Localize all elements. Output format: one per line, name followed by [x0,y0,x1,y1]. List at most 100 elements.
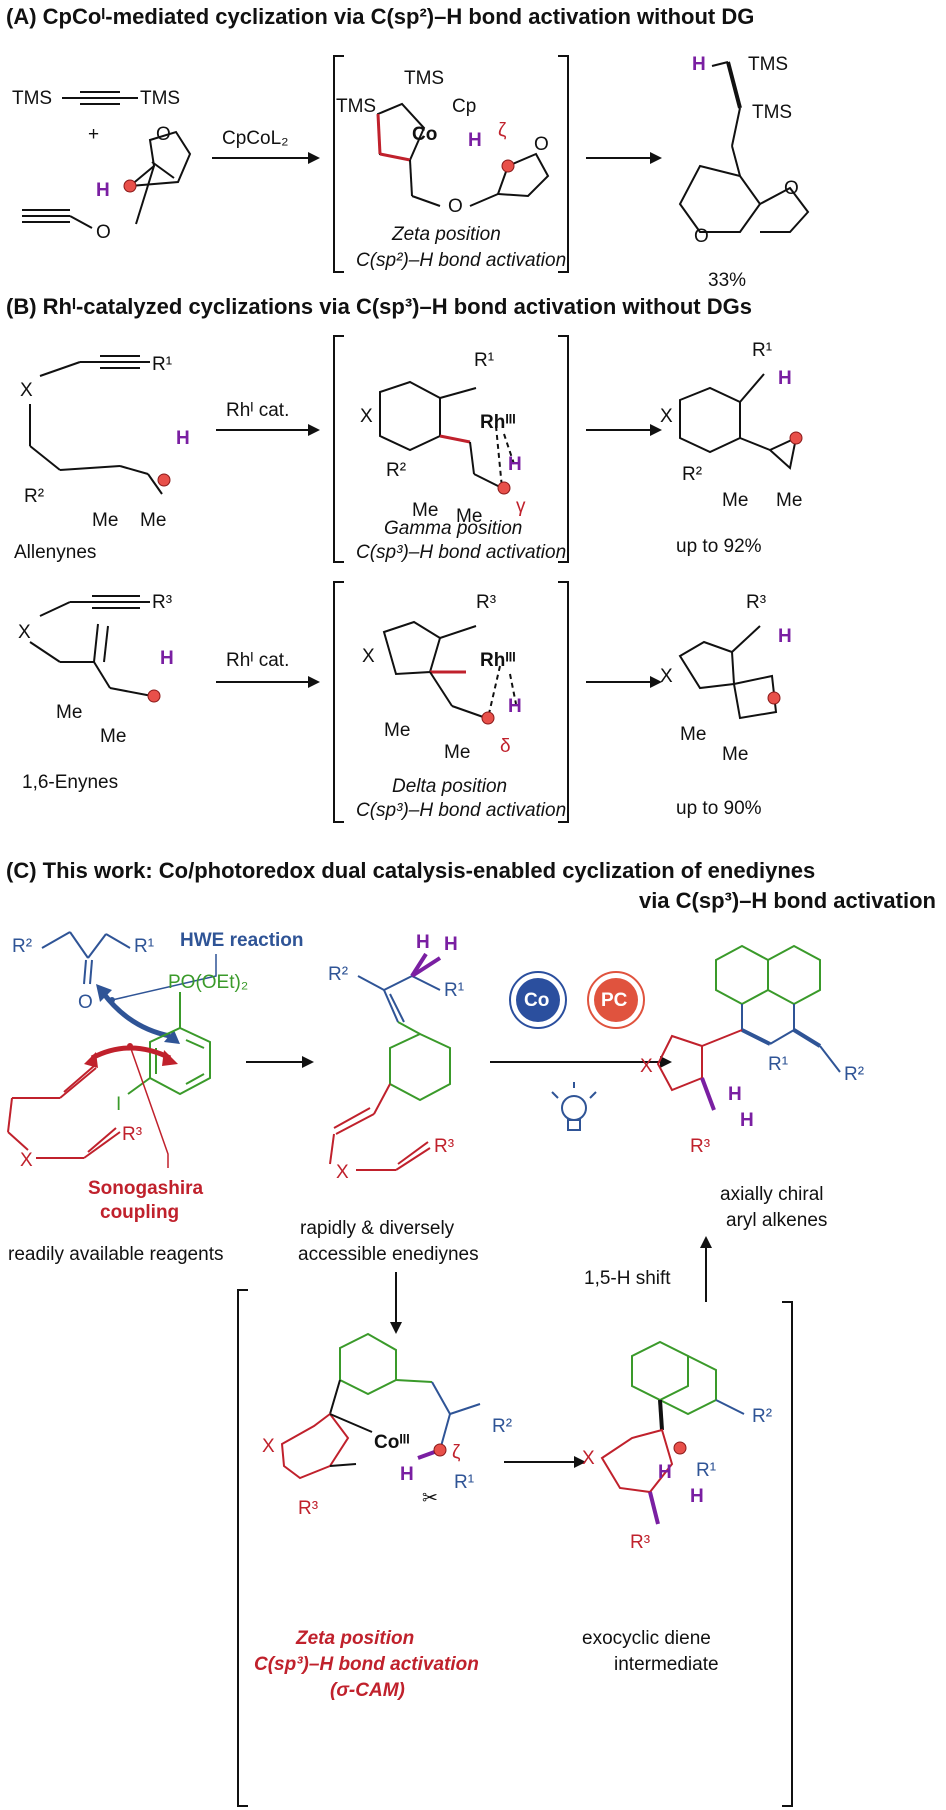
r1-product-1: R¹ [752,340,772,361]
enyne-substrate [29,595,153,697]
me-product-1b: Me [776,490,802,511]
section-a-title: (A) CpCoᴵ-mediated cyclization via C(sp²… [6,4,755,29]
zeta-line3: (σ-CAM) [330,1680,405,1701]
h-rhodacycle-1: H [508,454,522,475]
o-atom-a5: O [784,178,799,199]
sonogashira-line1: Sonogashira [88,1178,204,1199]
cp-ligand: Cp [452,96,476,117]
o-ketone: O [78,992,93,1013]
po-oet-label: PO(OEt)₂ [168,972,248,993]
r2-product-1: R² [682,464,702,485]
r3-diyne: R³ [122,1124,142,1145]
zeta-symbol-c: ζ [452,1442,461,1463]
hwe-label: HWE reaction [180,930,304,951]
section-c-title-line2: via C(sp³)–H bond activation [638,888,936,913]
plus-sign: + [88,124,99,145]
rh-atom-1: Rhᴵᴵᴵ [480,412,516,433]
caption-a-line1: Zeta position [391,224,501,245]
zeta-symbol-a: ζ [498,120,507,141]
co-atom-a: Co [412,124,437,145]
label-enediynes-line2: accessible enediynes [298,1244,479,1265]
r2-ketone: R² [12,936,32,957]
label-reagents: readily available reagents [8,1244,223,1265]
r2-allenyne: R² [24,486,44,507]
h-product-1: H [778,368,792,389]
diyne-reagent [7,1065,121,1159]
diene-line1: exocyclic diene [582,1628,711,1649]
sonogashira-line2: coupling [100,1202,179,1223]
o-atom-a6: O [694,226,709,247]
r1-ketone: R¹ [134,936,154,957]
cobaltacycle [376,102,550,207]
x-rhodacycle-1: X [360,406,373,427]
r3-product-c: R³ [690,1136,710,1157]
enediyne-substrate [329,952,451,1171]
co-catalyst-label: Co [524,990,549,1011]
caption-a-line2: C(sp²)–H bond activation [356,250,566,271]
h-atom-a2: H [468,130,482,151]
me-product-2b: Me [722,744,748,765]
x-product-c: X [640,1056,653,1077]
yield-b2: up to 90% [676,798,762,819]
co-catalyst-circle [516,978,560,1022]
reagent-rh-2: Rhᴵ cat. [226,650,289,671]
r2-enediyne: R² [328,964,348,985]
h-product-2: H [778,626,792,647]
x-enyne: X [18,622,31,643]
me-enyne-1: Me [56,702,82,723]
diene-line2: intermediate [614,1654,719,1675]
x-product-1: X [660,406,673,427]
r3-diene: R³ [630,1532,650,1553]
rh-atom-2: Rhᴵᴵᴵ [480,650,516,671]
axially-chiral-product [656,944,841,1111]
light-bulb-icon [551,1082,597,1131]
me-product-2a: Me [680,724,706,745]
h-diene-1: H [658,1462,672,1483]
scissors-icon: ✂ [422,1488,438,1509]
h-allenyne: H [176,428,190,449]
reagent-cpcol2: CpCoL₂ [222,128,289,149]
zeta-line1: Zeta position [295,1628,414,1649]
furan-substrate [22,130,192,229]
cobaltacycle-intermediate [280,1332,481,1480]
co3-atom: Coᴵᴵᴵ [374,1432,410,1453]
zeta-line2: C(sp³)–H bond activation [254,1654,479,1675]
me-rhodacycle-2a: Me [384,720,410,741]
caption-b1-line2: C(sp³)–H bond activation [356,542,566,563]
h-product-c1: H [728,1084,742,1105]
product-a [678,61,810,233]
rhodacycle-gamma [379,380,515,489]
label-enynes: 1,6-Enynes [22,772,118,793]
x-enediyne: X [336,1162,349,1183]
i-atom: I [116,1094,121,1115]
r1-allenyne: R¹ [152,354,172,375]
pc-catalyst-label: PC [601,990,628,1011]
r1-diene: R¹ [696,1460,716,1481]
diene-intermediate [600,1340,745,1525]
cyclobutane-product [678,625,778,720]
r2-rhodacycle-1: R² [386,460,406,481]
tms-left: TMS [12,88,52,109]
h-product-c2: H [740,1110,754,1131]
shift-label: 1,5-H shift [584,1268,671,1289]
h-diene-2: H [690,1486,704,1507]
section-c-title-line1: (C) This work: Co/photoredox dual cataly… [6,858,816,883]
tms-metallacycle-1: TMS [336,96,376,117]
tms-product-2: TMS [752,102,792,123]
section-c-scheme: R² R¹ O HWE reaction PO(OEt)₂ I R³ X Son… [7,930,864,1807]
caption-b2-line1: Delta position [392,776,507,797]
pc-catalyst-circle [594,978,638,1022]
allenyne-substrate [29,355,163,495]
h-atom-a1: H [96,180,110,201]
caption-b2-line2: C(sp³)–H bond activation [356,800,566,821]
aryl-iodide-reagent [127,992,211,1096]
h-enyne: H [160,648,174,669]
x-product-2: X [660,666,673,687]
r1-rhodacycle-1: R¹ [474,350,494,371]
tms-product-1: TMS [748,54,788,75]
x-diyne: X [20,1150,33,1171]
r1-product-c: R¹ [768,1054,788,1075]
yield-b1: up to 92% [676,536,762,557]
tms-right: TMS [140,88,180,109]
gamma-symbol: γ [516,496,526,517]
